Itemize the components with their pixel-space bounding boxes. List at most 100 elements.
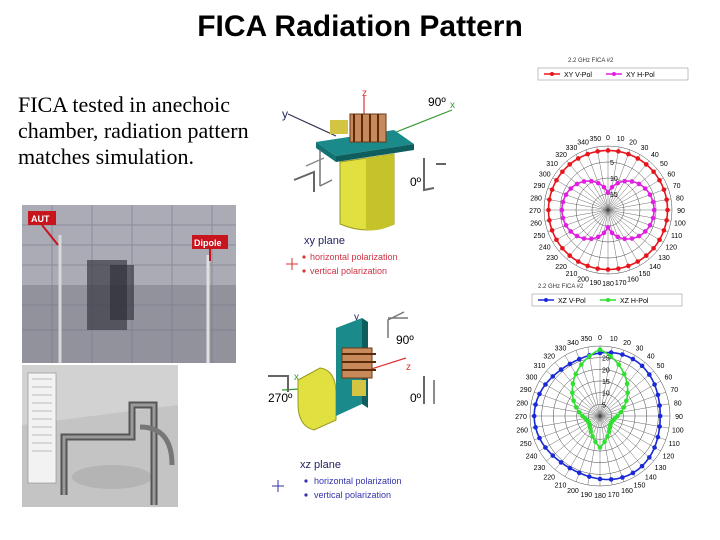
polar-xy-series-0-point bbox=[567, 162, 573, 167]
polar-xy-series-0-point bbox=[546, 207, 551, 213]
polar-xz-ring-label: 20 bbox=[602, 367, 610, 374]
polar-xy-spoke bbox=[607, 209, 664, 243]
polar-xy-spoke bbox=[558, 168, 609, 211]
polar-xy-series-1-point bbox=[650, 215, 656, 221]
polar-xy-series-1-point bbox=[595, 180, 601, 186]
polar-xz-spoke bbox=[599, 362, 646, 417]
polar-xz-series-0-point bbox=[597, 476, 603, 482]
xy-plane-diagram: z y x 90º 0º xy plane horizontal polariz… bbox=[282, 88, 455, 276]
aut-label: AUT bbox=[31, 214, 50, 224]
polar-xz-series-1-point bbox=[570, 390, 575, 396]
polar-xy-spoke bbox=[585, 149, 609, 211]
polar-xy-angle-label: 350 bbox=[589, 136, 601, 143]
polar-xy-angle-label: 40 bbox=[651, 152, 659, 159]
polar-xy-angle-label: 90 bbox=[677, 208, 685, 215]
polar-xy-spoke bbox=[607, 209, 672, 222]
polar-xz-angle-label: 180 bbox=[594, 493, 606, 500]
polar-xy-angle-label: 0 bbox=[606, 135, 610, 142]
polar-xy-angle-label: 130 bbox=[658, 255, 670, 262]
polar-xy-series-0-point bbox=[616, 149, 621, 154]
polar-xy-spoke bbox=[544, 209, 609, 222]
polar-xy-series-0-point bbox=[605, 267, 611, 272]
polar-xz-spoke bbox=[599, 415, 646, 470]
polar-xy-angle-label: 230 bbox=[546, 255, 558, 262]
polar-xy-series-0-point bbox=[547, 218, 552, 223]
polar-xy-series-0-point bbox=[595, 149, 600, 154]
polar-xy-series-1-point bbox=[647, 192, 653, 198]
polar-xz-angle-label: 70 bbox=[670, 387, 678, 394]
polar-xz-series-0-point bbox=[543, 445, 548, 450]
polar-xy-series-0-point bbox=[635, 259, 641, 264]
polar-xz-angle-label: 200 bbox=[567, 488, 579, 495]
polar-xy-spoke bbox=[607, 209, 658, 252]
polar-xy-series-0-point bbox=[665, 207, 670, 213]
polar-xz-series-1-point bbox=[573, 405, 579, 410]
polar-xz-angle-label: 240 bbox=[526, 454, 538, 461]
polar-xz-series-0-point bbox=[647, 455, 652, 460]
slide-title: FICA Radiation Pattern bbox=[197, 10, 523, 43]
polar-xy-series-0-point bbox=[643, 253, 649, 258]
polar-xz-spoke bbox=[599, 391, 666, 417]
polar-xy-series-1-point bbox=[574, 181, 580, 187]
polar-xy-series-0-point bbox=[560, 245, 565, 251]
polar-xz-ring-label: 15 bbox=[602, 379, 610, 386]
polar-xy-series-1-point bbox=[605, 224, 611, 230]
polar-xy-angle-label: 30 bbox=[641, 145, 649, 152]
polar-xy-ring-label: 10 bbox=[610, 176, 618, 183]
polar-xz-series-0-point bbox=[537, 435, 542, 441]
polar-xz-spoke bbox=[599, 415, 613, 485]
polar-xy-spoke bbox=[552, 177, 609, 211]
polar-xz-series-1-point bbox=[571, 398, 576, 404]
polar-xz-angle-label: 230 bbox=[534, 465, 546, 472]
polar-xy-series-0-point bbox=[651, 245, 656, 251]
polar-xz-legend-0: XZ V-Pol bbox=[558, 298, 586, 305]
polar-xz-angle-label: 90 bbox=[675, 414, 683, 421]
polar-xy-legend-0: XY V-Pol bbox=[564, 72, 592, 79]
polar-xy-series-0-point bbox=[626, 263, 631, 269]
polar-xy-series-0-point bbox=[657, 237, 662, 243]
polar-xz-spoke bbox=[587, 415, 601, 485]
polar-xy-spoke bbox=[566, 160, 609, 211]
xy-legend-vertical: vertical polarization bbox=[310, 266, 387, 276]
polar-xy-angle-label: 100 bbox=[674, 221, 686, 228]
polar-xz-series-1-point bbox=[597, 347, 603, 352]
polar-xy-series-0-point bbox=[585, 151, 590, 157]
polar-xz-series-0-point bbox=[652, 445, 657, 450]
polar-xy-series-0-point bbox=[643, 162, 649, 167]
polar-xz-ring-label: 25 bbox=[602, 356, 610, 363]
polar-xz-ring-label: 10 bbox=[602, 391, 610, 398]
polar-xy-series-0-point bbox=[575, 259, 581, 264]
polar-xy-angle-label: 240 bbox=[539, 245, 551, 252]
polar-xy-spoke bbox=[566, 209, 609, 260]
polar-xz-series-0-point bbox=[655, 392, 661, 398]
polar-xy-spoke bbox=[607, 168, 658, 211]
polar-xy-series-1-point bbox=[651, 207, 657, 213]
polar-xy-series-1-point bbox=[650, 199, 656, 205]
polar-xy-series-0-point bbox=[651, 169, 656, 175]
xz-angle-270: 270º bbox=[268, 391, 293, 405]
polar-xy-angle-label: 210 bbox=[566, 271, 578, 278]
polar-xy-series-0-point bbox=[575, 156, 581, 161]
polar-xy-series-1-point bbox=[636, 181, 642, 187]
polar-xz-series-1-point bbox=[608, 353, 613, 359]
polar-xy-angle-label: 140 bbox=[649, 264, 661, 271]
polar-xz-angle-label: 60 bbox=[665, 375, 673, 382]
polar-xy-series-0-point bbox=[554, 237, 559, 243]
polar-xy-angle-label: 300 bbox=[539, 172, 551, 179]
polar-xy-angle-label: 110 bbox=[671, 233, 682, 240]
polar-xz-series-1-point bbox=[573, 371, 579, 377]
polar-xz-series-1-point bbox=[590, 434, 595, 439]
polar-xy-series-0-point bbox=[567, 253, 573, 258]
polar-xz-series-0-point bbox=[652, 382, 657, 387]
polar-xy-spoke bbox=[552, 209, 609, 243]
polar-xy-series-0-point bbox=[549, 228, 555, 233]
polar-xz-series-0-point bbox=[576, 356, 582, 362]
polar-xy-spoke bbox=[607, 149, 631, 211]
polar-xy-angle-label: 60 bbox=[667, 172, 675, 179]
polar-xy-angle-label: 160 bbox=[627, 277, 639, 284]
polar-xy-ring-label: 5 bbox=[610, 160, 614, 167]
polar-xy-series-1-point bbox=[629, 179, 635, 184]
polar-xy-spoke bbox=[547, 209, 609, 233]
polar-xz-spoke bbox=[599, 355, 636, 417]
polar-xz-series-0-point bbox=[639, 363, 645, 369]
